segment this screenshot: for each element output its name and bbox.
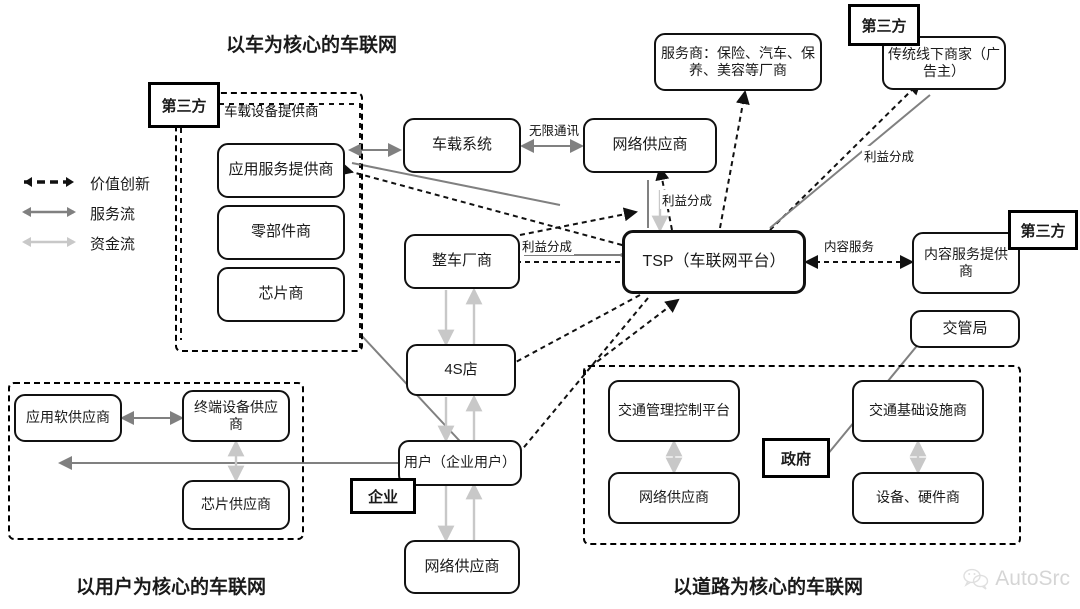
node-chip-supplier[interactable]: 芯片供应商: [182, 480, 290, 530]
node-tsp[interactable]: TSP（车联网平台）: [622, 230, 806, 294]
legend-arrow-lightgray-icon: [22, 237, 76, 247]
node-service-providers[interactable]: 服务商：保险、汽车、保养、美容等厂商: [654, 33, 822, 91]
onboard-device-supplier-group: [175, 92, 363, 352]
node-traffic-mgmt-platform[interactable]: 交通管理控制平台: [608, 380, 740, 442]
legend-arrow-gray-icon: [22, 207, 76, 217]
tag-third-party-3[interactable]: 第三方: [1008, 210, 1078, 250]
node-traffic-infra-provider[interactable]: 交通基础设施商: [852, 380, 984, 442]
edge-label-content-service: 内容服务: [822, 236, 877, 255]
wechat-icon: [963, 568, 989, 590]
node-app-software-supplier[interactable]: 应用软供应商: [14, 394, 122, 442]
legend-label-service-flow: 服务流: [90, 205, 136, 223]
edge-label-profit-share-ad: 利益分成: [862, 146, 917, 165]
node-traffic-bureau[interactable]: 交管局: [910, 310, 1020, 348]
tag-third-party-2[interactable]: 第三方: [848, 4, 920, 46]
legend-arrow-dashed-icon: [24, 177, 74, 187]
node-terminal-device-supplier[interactable]: 终端设备供应商: [182, 390, 290, 442]
user-centric-group: [8, 382, 304, 540]
legend-item-money-flow: 资金流: [16, 228, 150, 258]
section-title-road: 以道路为核心的车联网: [673, 577, 864, 598]
legend-item-service-flow: 服务流: [16, 198, 150, 228]
node-equipment-hardware[interactable]: 设备、硬件商: [852, 472, 984, 524]
node-app-service-provider[interactable]: 应用服务提供商: [217, 143, 345, 198]
node-parts-supplier[interactable]: 零部件商: [217, 205, 345, 260]
node-content-service-provider[interactable]: 内容服务提供商: [912, 232, 1020, 294]
node-vehicle-system[interactable]: 车载系统: [403, 118, 521, 173]
legend: 价值创新 服务流 资金流: [16, 168, 150, 258]
caption-onboard-device-supplier: 车载设备提供商: [224, 104, 319, 119]
legend-label-value-innovation: 价值创新: [90, 175, 151, 193]
tag-enterprise[interactable]: 企业: [350, 478, 416, 514]
section-title-vehicle: 以车为核心的车联网: [226, 35, 398, 56]
node-network-provider-road[interactable]: 网络供应商: [608, 472, 740, 524]
edge-label-wireless-comm: 无限通讯: [527, 120, 582, 139]
node-network-provider-user[interactable]: 网络供应商: [404, 540, 520, 594]
watermark-text: AutoSrc: [995, 567, 1070, 590]
watermark: AutoSrc: [963, 567, 1070, 591]
legend-item-value-innovation: 价值创新: [16, 168, 150, 198]
section-title-user: 以用户为核心的车联网: [76, 577, 267, 598]
node-network-provider-top[interactable]: 网络供应商: [583, 118, 717, 173]
tag-government[interactable]: 政府: [762, 438, 830, 478]
node-oem[interactable]: 整车厂商: [404, 234, 520, 289]
edge-label-profit-share-oem: 利益分成: [520, 236, 575, 255]
tag-third-party-1[interactable]: 第三方: [148, 82, 220, 128]
edge-label-profit-share-network: 利益分成: [660, 190, 715, 209]
node-chip-maker[interactable]: 芯片商: [217, 267, 345, 322]
road-centric-group: [583, 365, 1021, 545]
legend-label-money-flow: 资金流: [90, 235, 136, 253]
node-user[interactable]: 用户（企业用户）: [398, 440, 522, 486]
node-4s-store[interactable]: 4S店: [406, 344, 516, 396]
